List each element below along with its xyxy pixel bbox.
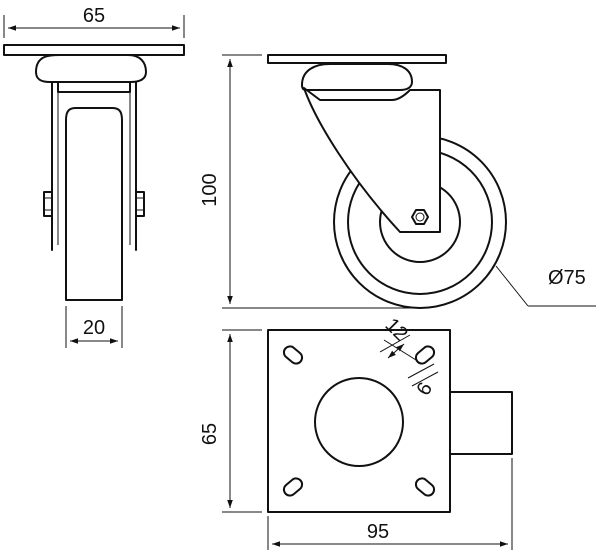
top-plate xyxy=(267,329,451,513)
dim-slot-width-label: 6 xyxy=(412,379,437,400)
front-fork xyxy=(51,81,137,251)
side-fork-bracket xyxy=(303,87,441,233)
front-axle-bolt-left xyxy=(43,191,53,217)
dim-wheel-width: 20 xyxy=(65,306,123,348)
slot-bottom-left xyxy=(282,477,304,497)
dim-wheel-diameter: Ø75 xyxy=(495,265,596,307)
dim-overall-length: 95 xyxy=(267,458,513,550)
front-axle-bolt-right xyxy=(135,191,145,217)
side-top-plate xyxy=(267,54,447,64)
dim-plate-depth: 65 xyxy=(199,329,262,513)
slot-top-left xyxy=(282,345,304,365)
slot-bottom-right xyxy=(414,477,436,497)
dim-top-plate-width-label: 65 xyxy=(83,5,105,27)
dim-plate-depth-label: 65 xyxy=(199,423,221,445)
dim-height-label: 100 xyxy=(199,173,221,206)
side-swivel-dome xyxy=(301,63,413,91)
dim-height: 100 xyxy=(199,54,420,309)
top-stem xyxy=(449,391,513,455)
dim-wheel-width-label: 20 xyxy=(83,317,105,339)
front-view: 65 20 xyxy=(3,5,185,348)
front-swivel-dome xyxy=(35,54,147,83)
dim-top-plate-width: 65 xyxy=(3,5,185,38)
front-wheel xyxy=(65,107,123,301)
side-view: 100 Ø75 xyxy=(199,54,596,309)
side-axle-nut xyxy=(411,209,429,225)
dim-overall-length-label: 95 xyxy=(367,521,389,543)
dim-slot-width: 6 xyxy=(407,363,439,400)
slot-top-right xyxy=(414,345,436,365)
front-top-plate xyxy=(3,44,185,56)
dim-wheel-diameter-label: Ø75 xyxy=(548,267,586,289)
top-view: 12 6 65 95 xyxy=(199,314,513,550)
dim-slot-spacing: 12 xyxy=(379,314,417,361)
top-center-hole xyxy=(314,377,404,467)
